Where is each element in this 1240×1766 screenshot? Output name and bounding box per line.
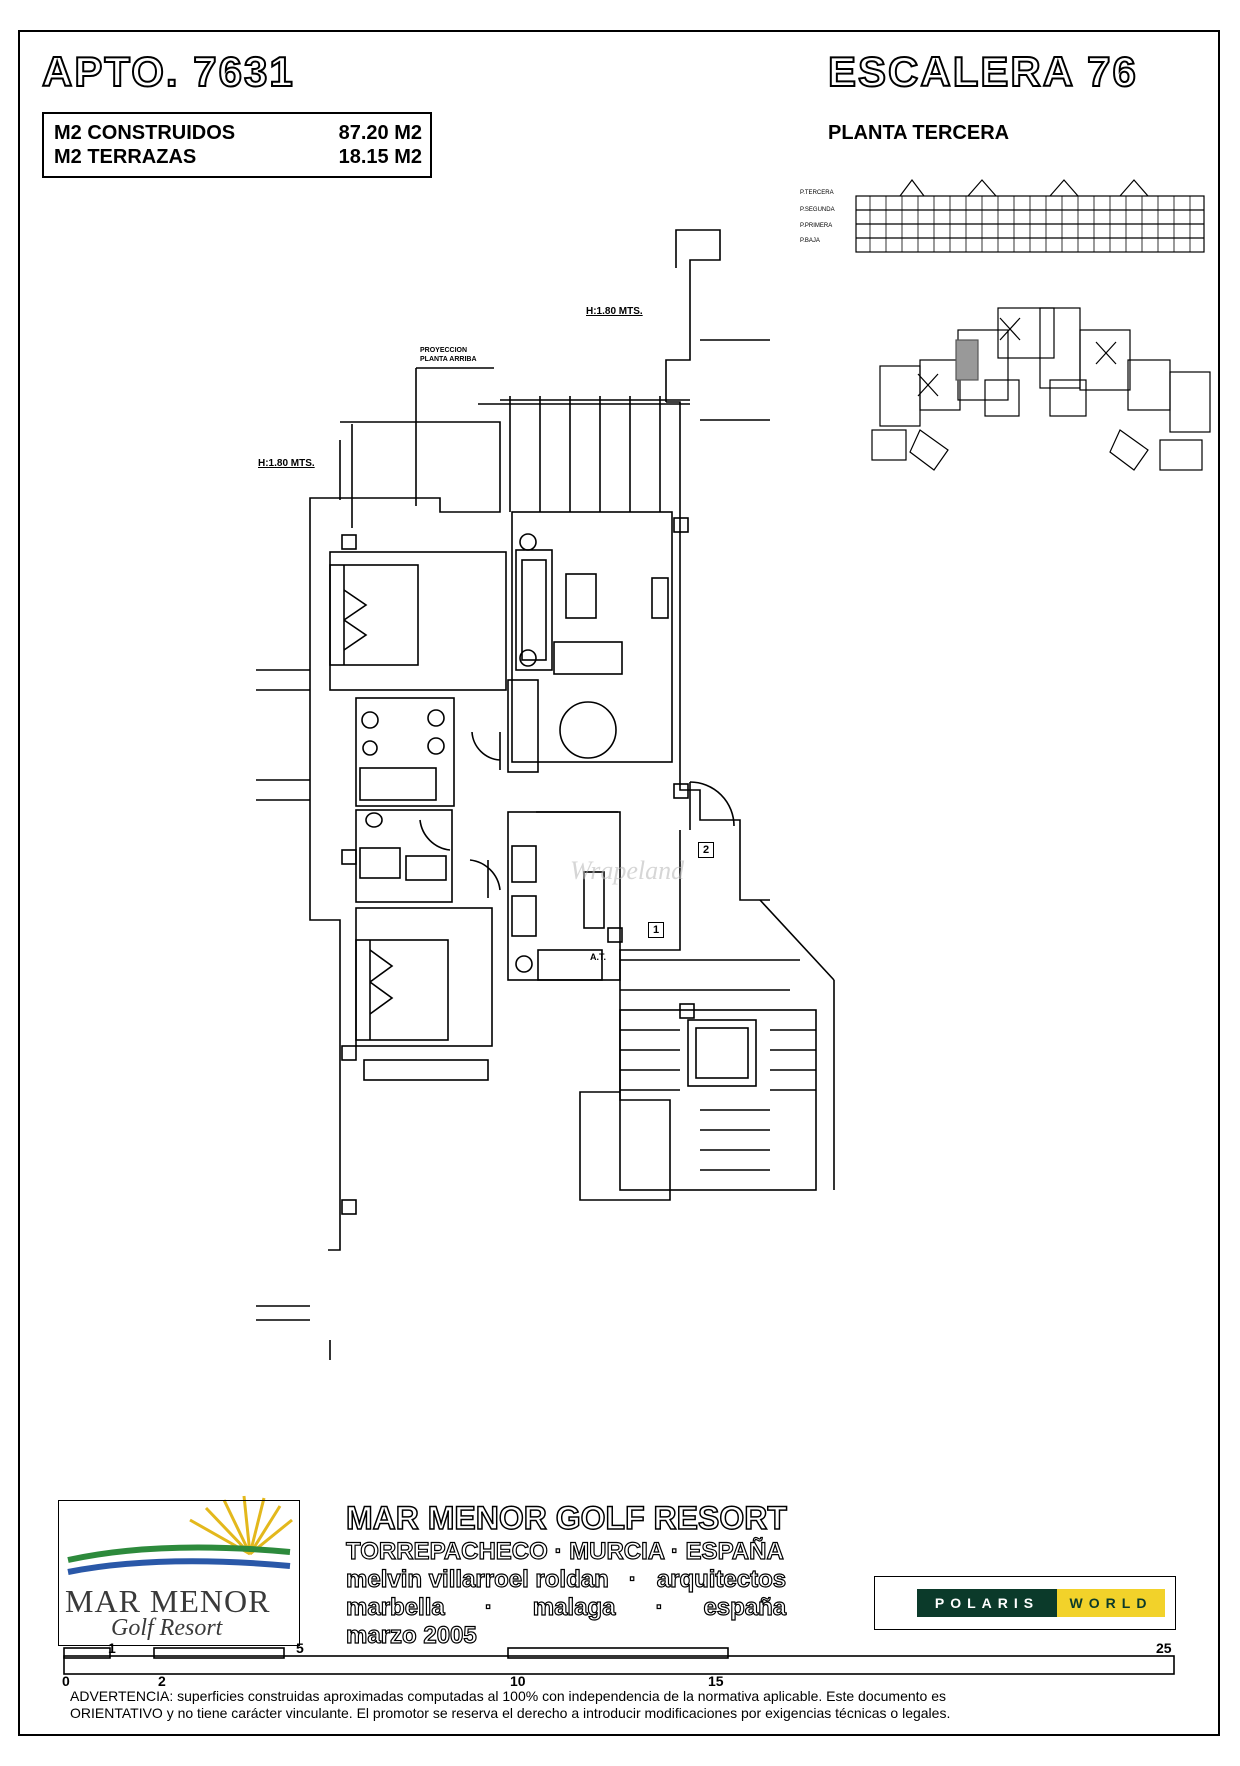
staircase-title: ESCALERA 76 bbox=[827, 47, 1138, 96]
height-label: H:1.80 MTS. bbox=[586, 306, 643, 317]
elevation-floor-label: P.TERCERA bbox=[800, 190, 834, 196]
resort-location: TORREPACHECO · MURCIA · ESPAÑA bbox=[345, 1537, 784, 1565]
scale-tick: 2 bbox=[158, 1673, 166, 1689]
projection-line: PROYECCION bbox=[420, 347, 468, 354]
projection-note: PROYECCION PLANTA ARRIBA bbox=[420, 346, 477, 364]
areas-box: M2 CONSTRUIDOS 87.20 M2 M2 TERRAZAS 18.1… bbox=[42, 112, 432, 178]
scale-bar bbox=[63, 1647, 1175, 1675]
floor-name: PLANTA TERCERA bbox=[828, 122, 1010, 144]
polaris-world-logo: POLARIS WORLD bbox=[874, 1576, 1176, 1630]
scale-tick: 5 bbox=[296, 1640, 304, 1656]
unit-marker: 1 bbox=[648, 922, 664, 938]
legal-warning: ADVERTENCIA: superficies construidas apr… bbox=[70, 1688, 1180, 1722]
area-value: 18.15 M2 bbox=[338, 146, 422, 168]
resort-logo: MAR MENOR Golf Resort bbox=[58, 1500, 300, 1646]
area-row-terraces: M2 TERRAZAS 18.15 M2 bbox=[54, 146, 422, 170]
scale-tick: 10 bbox=[510, 1673, 526, 1689]
logo-text-top: MAR MENOR bbox=[65, 1583, 271, 1619]
logo-text-bottom: Golf Resort bbox=[111, 1615, 223, 1641]
area-value: 87.20 M2 bbox=[338, 122, 422, 144]
architect-credit: melvin villarroel roldan · arquitectos bbox=[345, 1565, 787, 1593]
projection-line: PLANTA ARRIBA bbox=[420, 356, 477, 363]
elevation-floor-label: P.SEGUNDA bbox=[800, 207, 835, 213]
elevation-floor-label: P.PRIMERA bbox=[800, 223, 833, 229]
elevation-floor-label: P.BAJA bbox=[800, 238, 820, 244]
watermark: Wrapeland bbox=[570, 856, 685, 885]
scale-tick: 0 bbox=[62, 1673, 70, 1689]
document-date: marzo 2005 bbox=[345, 1621, 477, 1649]
scale-tick: 1 bbox=[108, 1640, 116, 1656]
warning-line: ADVERTENCIA: superficies construidas apr… bbox=[70, 1688, 946, 1704]
scale-tick: 15 bbox=[708, 1673, 724, 1689]
warning-line: ORIENTATIVO y no tiene carácter vinculan… bbox=[70, 1705, 951, 1721]
page-frame bbox=[18, 30, 1220, 1736]
resort-name: MAR MENOR GOLF RESORT bbox=[345, 1499, 787, 1537]
brand-part: WORLD bbox=[1057, 1589, 1165, 1617]
area-row-built: M2 CONSTRUIDOS 87.20 M2 bbox=[54, 122, 422, 146]
appliance-label: A.T. bbox=[590, 952, 607, 962]
area-label: M2 TERRAZAS bbox=[54, 146, 197, 168]
architect-city: marbella · malaga · españa bbox=[345, 1593, 787, 1621]
area-label: M2 CONSTRUIDOS bbox=[54, 122, 236, 144]
height-label: H:1.80 MTS. bbox=[258, 458, 315, 469]
resort-logo-graphic bbox=[67, 1495, 293, 1575]
building-elevation bbox=[855, 179, 1205, 253]
unit-marker: 2 bbox=[698, 842, 714, 858]
brand-part: POLARIS bbox=[917, 1589, 1057, 1617]
floor-plan bbox=[256, 229, 835, 1360]
scale-tick: 25 bbox=[1156, 1640, 1172, 1656]
key-plan bbox=[871, 307, 1211, 471]
apartment-title: APTO. 7631 bbox=[41, 47, 295, 96]
